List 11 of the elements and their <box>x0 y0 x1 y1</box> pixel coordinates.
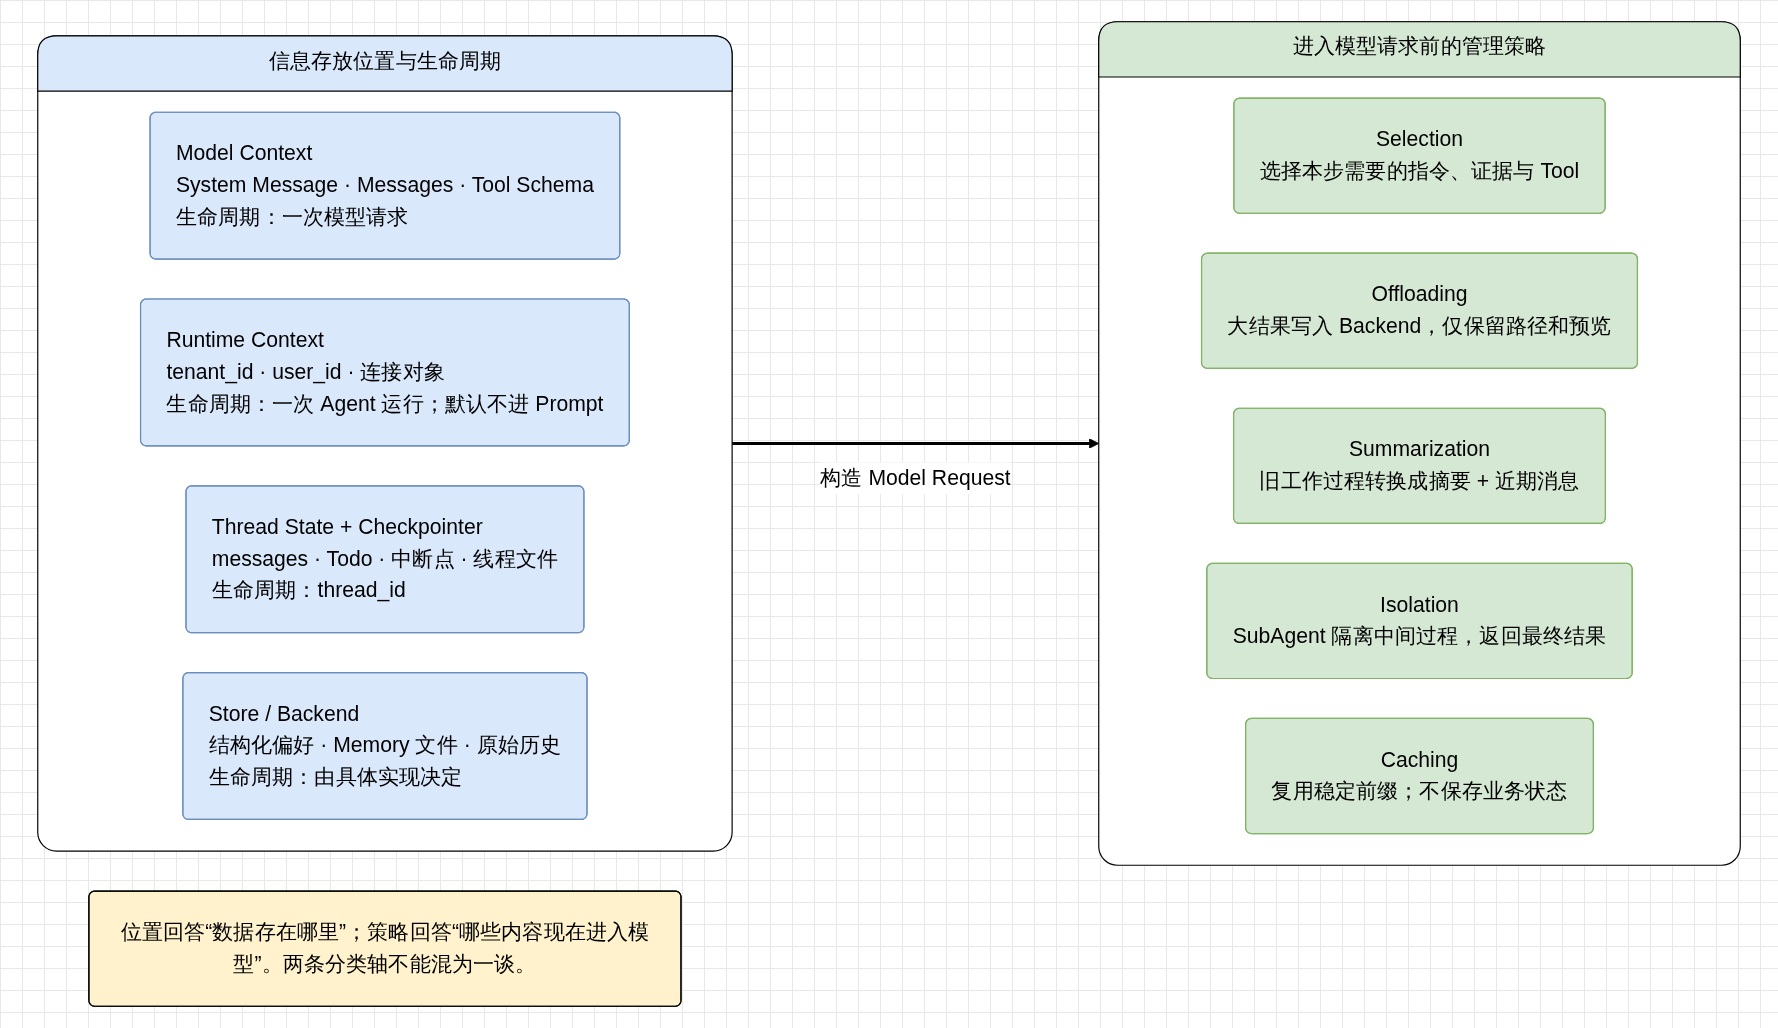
note-box: 位置回答“数据存在哪里”；策略回答“哪些内容现在进入模型”。两条分类轴不能混为一谈。 <box>88 890 682 1007</box>
process-box: Thread State + Checkpointer messages · Todo · 中断点 · 线程文件 生命周期：thread_id <box>185 485 585 634</box>
process-box: Caching 复用稳定前缀；不保存业务状态 <box>1245 717 1594 835</box>
process-box: Runtime Context tenant_id · user_id · 连接对象 生命周期：一次 Agent 运行；默认不进 Prompt <box>139 298 630 447</box>
process-box: Store / Backend 结构化偏好 · Memory 文件 · 原始历史 生命周期：由具体实现决定 <box>182 672 588 821</box>
process-box: Model Context System Message · Messages · Tool Schema 生命周期：一次模型请求 <box>149 111 621 260</box>
process-box: Selection 选择本步需要的指令、证据与 Tool <box>1233 97 1606 214</box>
process-box: Summarization 旧工作过程转换成摘要 + 近期消息 <box>1233 407 1606 524</box>
process-box: Offloading 大结果写入 Backend，仅保留路径和预览 <box>1200 252 1639 369</box>
process-box: Isolation SubAgent 隔离中间过程，返回最终结果 <box>1206 562 1633 680</box>
edge-label: 构造 Model Request <box>820 462 1011 495</box>
